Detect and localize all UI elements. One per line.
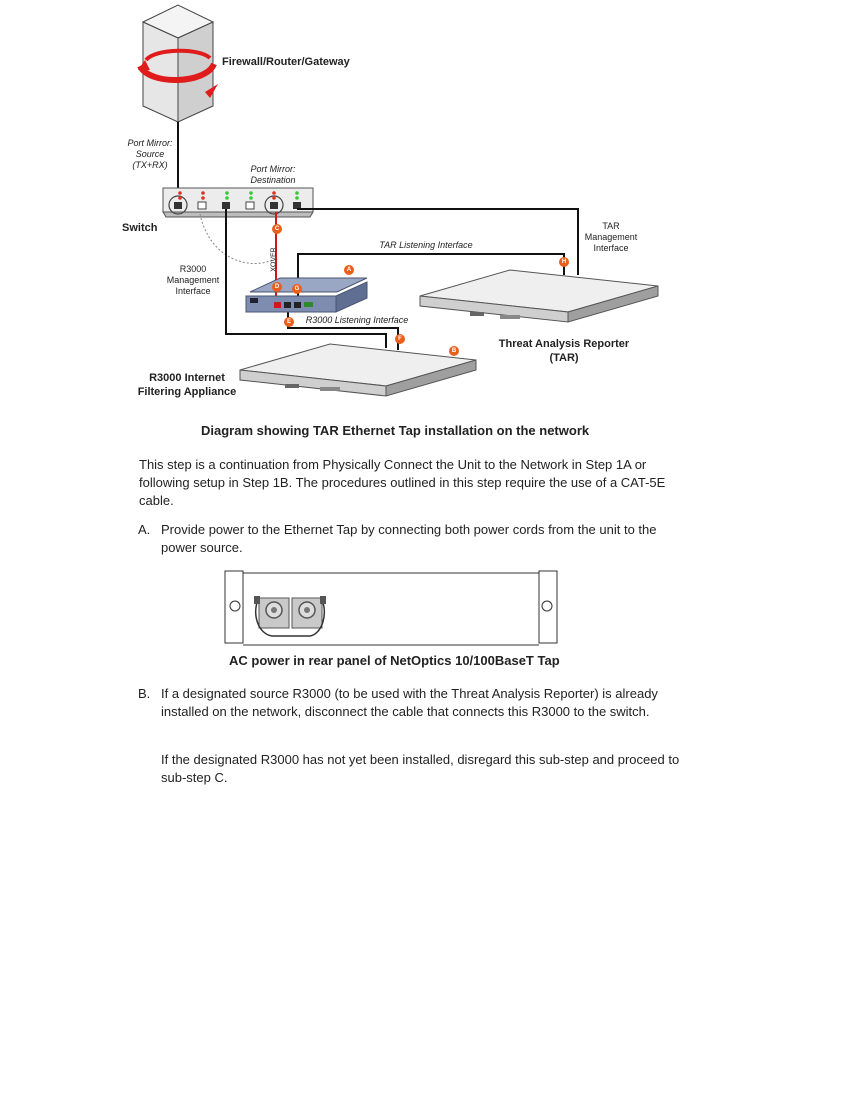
intro-paragraph: This step is a continuation from Physica… — [139, 457, 666, 508]
power-panel-figure — [224, 570, 560, 648]
tar-device-label: Threat Analysis Reporter (TAR) — [498, 338, 630, 364]
callout-c: C — [272, 224, 282, 234]
step-b: B. If a designated source R3000 (to be u… — [138, 685, 698, 795]
power-figure-caption: AC power in rear panel of NetOptics 10/1… — [229, 653, 560, 668]
callout-g: G — [292, 284, 302, 294]
crossover-label: XOVER — [270, 247, 278, 272]
tar-appliance-icon — [419, 269, 659, 323]
tar-management-label: TAR Management Interface — [584, 221, 638, 253]
step-b-text: If a designated source R3000 (to be used… — [161, 686, 658, 719]
switch-icon — [162, 187, 314, 218]
firewall-icon — [137, 4, 218, 123]
r3000-management-label: R3000 Management Interface — [166, 264, 220, 296]
firewall-label: Firewall/Router/Gateway — [222, 56, 350, 68]
step-b-marker: B. — [138, 686, 151, 701]
step-a: A. Provide power to the Ethernet Tap by … — [138, 521, 698, 561]
callout-b: B — [449, 346, 459, 356]
ethernet-tap-icon — [245, 277, 368, 313]
power-panel-graphic — [224, 570, 558, 646]
port-mirror-destination-label: Port Mirror: Destination — [250, 164, 296, 185]
port-mirror-source-label: Port Mirror: Source (TX+RX) — [127, 138, 173, 170]
callout-d: D — [272, 282, 282, 292]
network-diagram-graphic — [137, 4, 659, 397]
network-diagram: Firewall/Router/Gateway Port Mirror: Sou… — [0, 0, 850, 420]
callout-a: A — [344, 265, 354, 275]
callout-h: H — [559, 257, 569, 267]
tar-listening-label: TAR Listening Interface — [379, 240, 473, 250]
r3000-appliance-icon — [239, 343, 477, 397]
switch-label: Switch — [122, 222, 158, 234]
r3000-listening-label: R3000 Listening Interface — [305, 315, 409, 325]
step-a-marker: A. — [138, 522, 151, 537]
diagram-caption: Diagram showing TAR Ethernet Tap install… — [201, 423, 590, 438]
callout-f: F — [395, 334, 405, 344]
step-a-text: Provide power to the Ethernet Tap by con… — [161, 522, 657, 555]
r3000-device-label: R3000 Internet Filtering Appliance — [137, 372, 237, 398]
callout-e: E — [284, 317, 294, 327]
step-b-note: If the designated R3000 has not yet been… — [161, 752, 680, 785]
